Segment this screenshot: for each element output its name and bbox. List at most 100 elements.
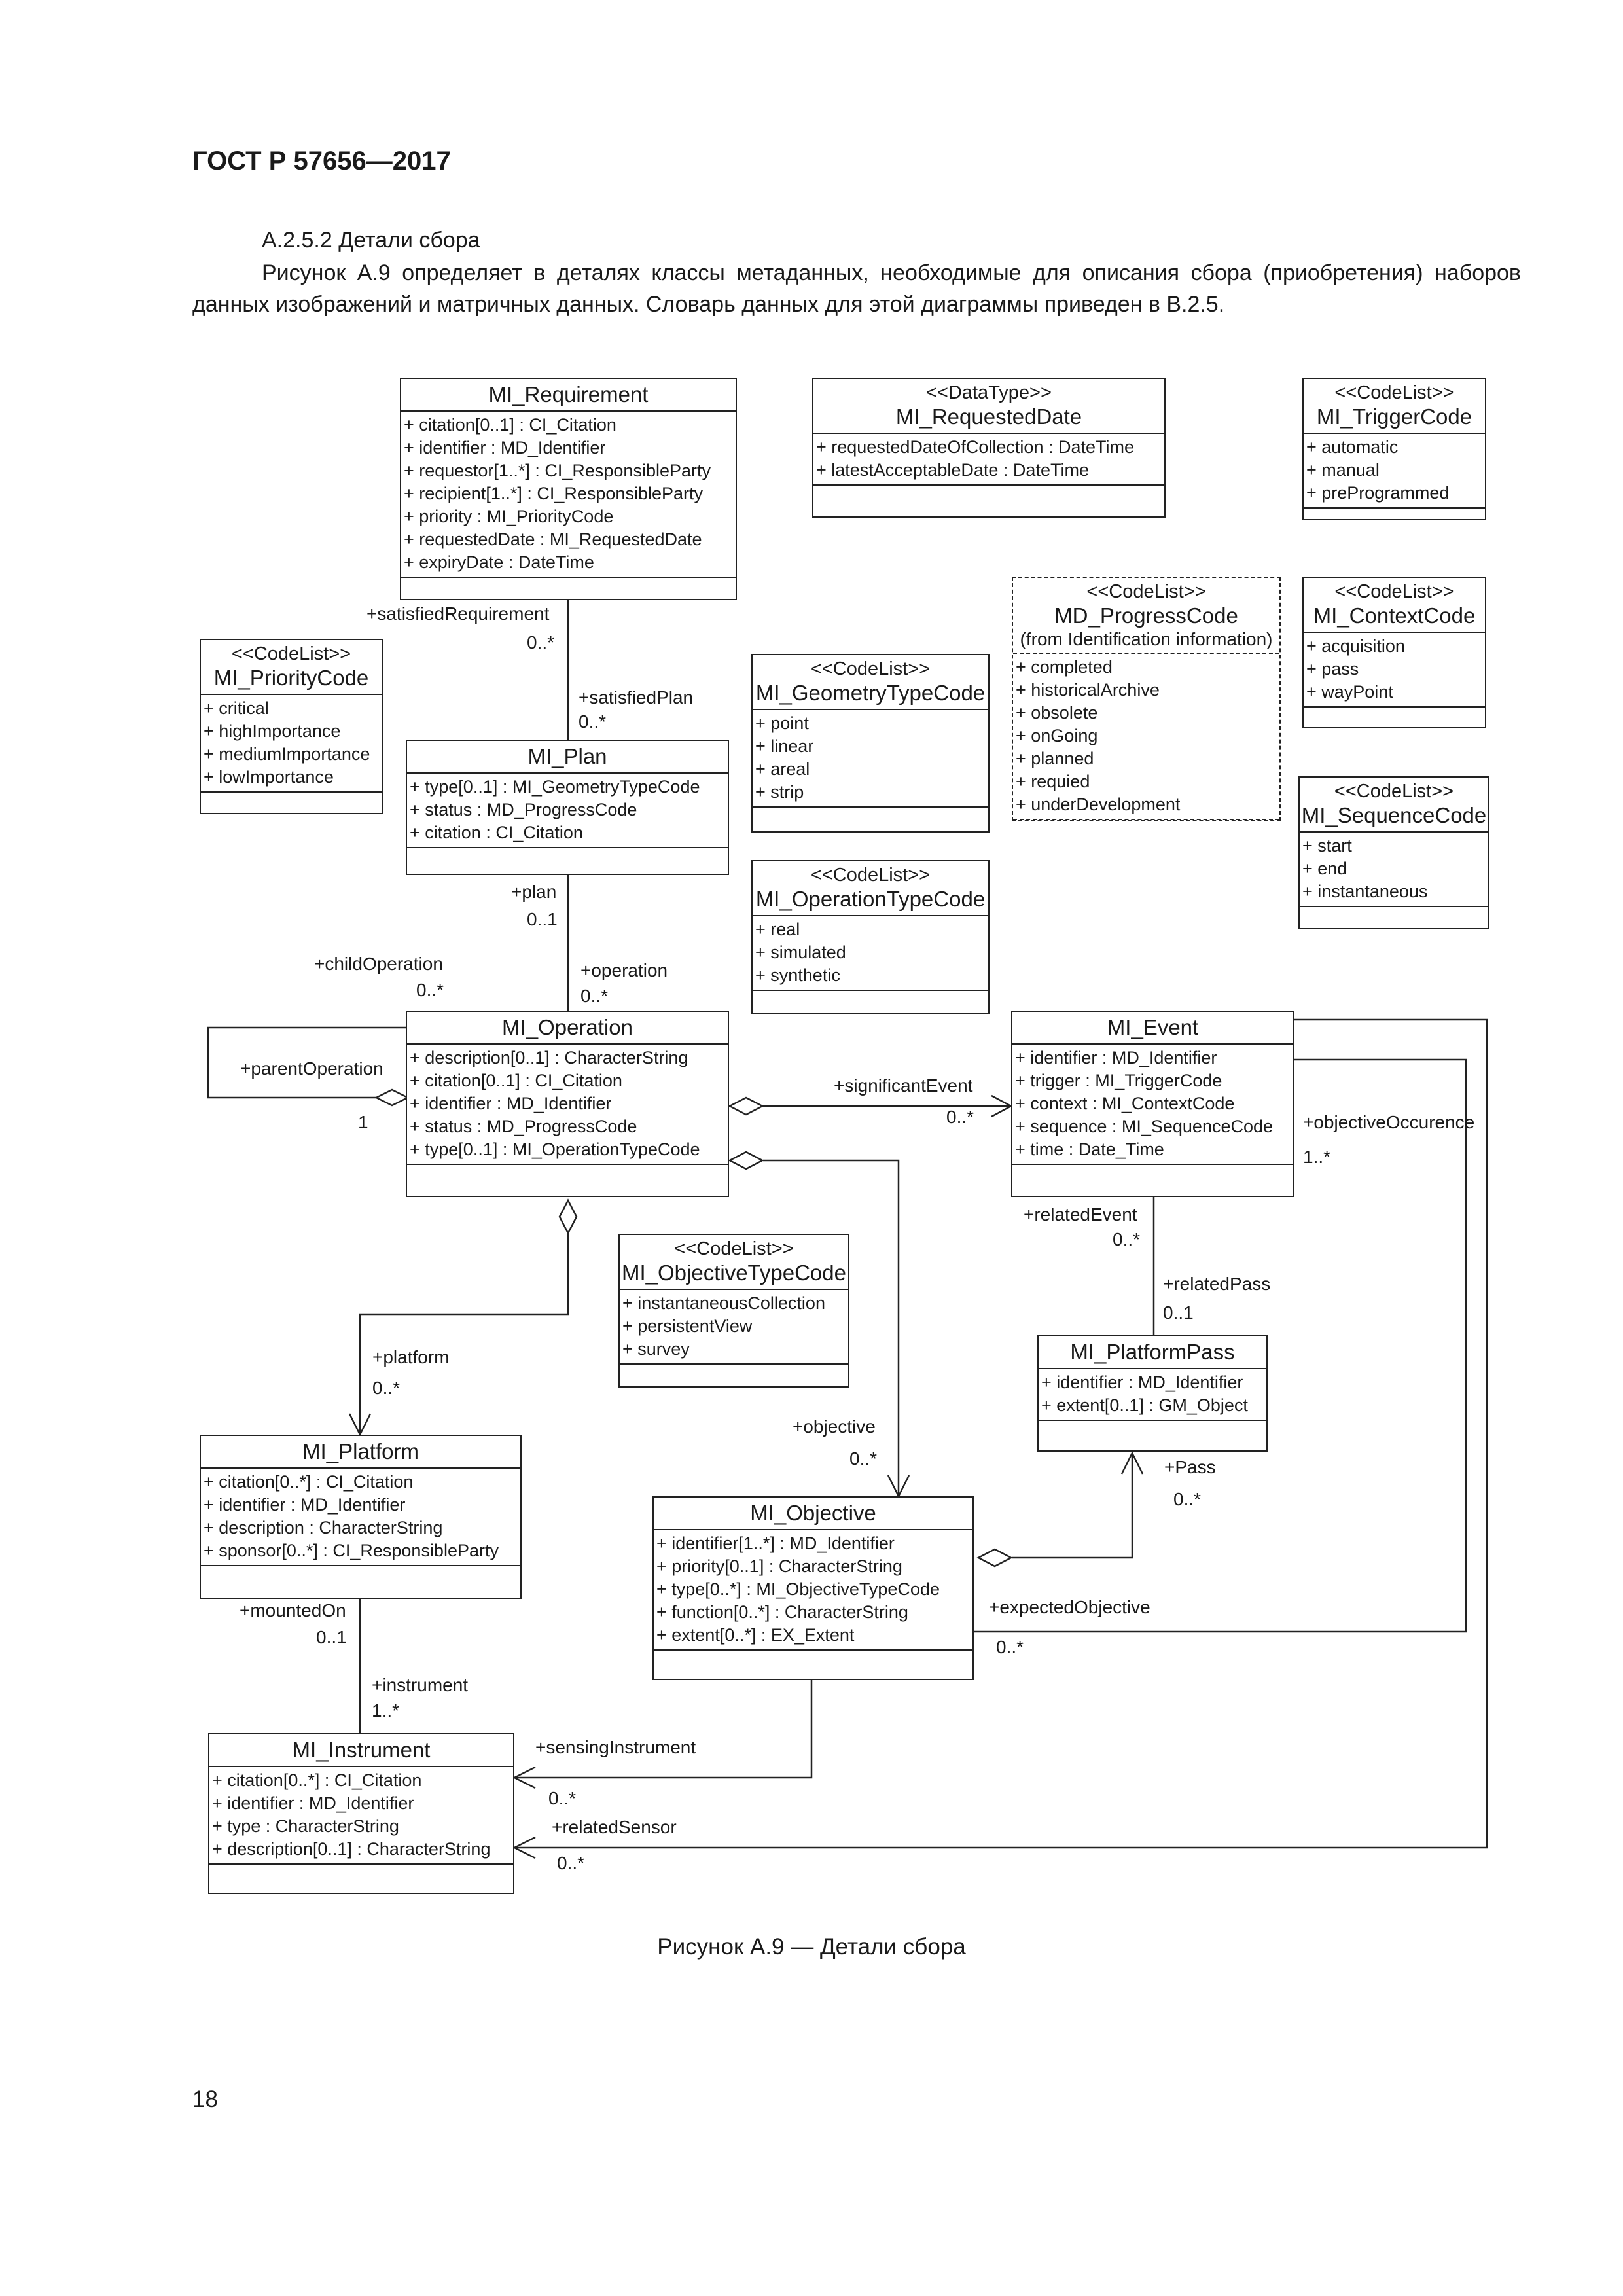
class-attribute: + extent[0..1] : GM_Object — [1041, 1395, 1248, 1415]
multiplicity-label: 1 — [358, 1112, 368, 1132]
class-attribute: + description[0..1] : CharacterString — [212, 1839, 491, 1859]
class-attribute: + type[0..*] : MI_ObjectiveTypeCode — [656, 1579, 940, 1599]
class-attribute: + underDevelopment — [1016, 795, 1181, 814]
class-attribute: + planned — [1016, 749, 1094, 768]
class-attribute: + historicalArchive — [1016, 680, 1160, 700]
class-attribute: + requestedDate : MI_RequestedDate — [404, 529, 702, 549]
document-header: ГОСТ Р 57656—2017 — [192, 147, 451, 175]
multiplicity-label: 0..* — [580, 986, 609, 1006]
class-name: MI_ObjectiveTypeCode — [621, 1261, 846, 1285]
role-label: +plan — [511, 882, 557, 902]
class-mi-requirement: MI_Requirement + citation[0..1] : CI_Cit… — [400, 378, 737, 600]
multiplicity-label: 0..1 — [316, 1627, 347, 1647]
role-label: +satisfiedPlan — [579, 687, 694, 708]
class-attribute: + lowImportance — [204, 767, 334, 787]
role-label: +mountedOn — [240, 1600, 346, 1621]
assoc-objective-pass — [1012, 1453, 1133, 1559]
multiplicity-label: 0..* — [946, 1107, 974, 1127]
intro-paragraph: Рисунок А.9 определяет в деталях классы … — [192, 260, 1521, 317]
class-mi-instrument: MI_Instrument + citation[0..*] : CI_Cita… — [208, 1733, 514, 1894]
class-mi-context-code: <<CodeList>>MI_ContextCode + acquisition… — [1302, 577, 1486, 728]
section-title: А.2.5.2 Детали сбора — [262, 228, 480, 253]
class-name: MD_ProgressCode — [1054, 603, 1238, 628]
class-stereotype: <<CodeList>> — [674, 1238, 794, 1259]
role-label: +objective — [793, 1416, 876, 1437]
class-name: MI_Objective — [750, 1501, 876, 1525]
multiplicity-label: 0..* — [1113, 1229, 1141, 1249]
multiplicity-label: 0..* — [527, 632, 555, 653]
role-label: +platform — [372, 1347, 450, 1367]
class-mi-plan: MI_Plan + type[0..1] : MI_GeometryTypeCo… — [406, 740, 729, 875]
class-attribute: + requied — [1016, 772, 1090, 791]
class-stereotype: <<CodeList>> — [1334, 781, 1454, 802]
class-name: MI_TriggerCode — [1316, 404, 1472, 429]
class-attribute: + context : MI_ContextCode — [1015, 1094, 1235, 1113]
multiplicity-label: 0..* — [579, 711, 607, 732]
class-attribute: + status : MD_ProgressCode — [410, 1117, 637, 1136]
class-attribute: + requestedDateOfCollection : DateTime — [816, 437, 1134, 457]
class-mi-trigger-code: <<CodeList>>MI_TriggerCode + automatic +… — [1302, 378, 1486, 520]
class-attribute: + priority[0..1] : CharacterString — [656, 1556, 902, 1576]
class-stereotype: <<CodeList>> — [810, 865, 931, 886]
class-stereotype: <<CodeList>> — [1086, 581, 1206, 602]
class-name: MI_Plan — [527, 744, 607, 768]
assoc-operation-platform — [359, 1233, 569, 1435]
class-attribute: + function[0..*] : CharacterString — [656, 1602, 908, 1622]
class-attribute: + extent[0..*] : EX_Extent — [656, 1625, 855, 1645]
class-stereotype: <<CodeList>> — [231, 643, 351, 664]
class-attribute: + identifier : MD_Identifier — [212, 1793, 414, 1813]
class-mi-event: MI_Event + identifier : MD_Identifier + … — [1011, 1011, 1294, 1197]
class-attribute: + citation[0..1] : CI_Citation — [410, 1071, 622, 1090]
class-attribute: + point — [755, 713, 809, 733]
class-attribute: + critical — [204, 698, 269, 718]
class-name: MI_Platform — [302, 1439, 419, 1463]
class-attribute: + mediumImportance — [204, 744, 370, 764]
class-attribute: + status : MD_ProgressCode — [410, 800, 637, 819]
multiplicity-label: 0..* — [416, 980, 444, 1000]
aggregation-diamond-event — [728, 1096, 764, 1116]
role-label: +parentOperation — [240, 1058, 383, 1079]
multiplicity-label: 1..* — [372, 1700, 400, 1721]
class-attribute: + sponsor[0..*] : CI_ResponsibleParty — [204, 1541, 499, 1560]
aggregation-diamond-pass — [976, 1548, 1013, 1568]
class-mi-operation: MI_Operation + description[0..1] : Chara… — [406, 1011, 729, 1197]
multiplicity-label: 0..* — [548, 1788, 577, 1808]
class-attribute: + type[0..1] : MI_OperationTypeCode — [410, 1139, 700, 1159]
class-attribute: + real — [755, 920, 800, 939]
class-attribute: + persistentView — [622, 1316, 753, 1336]
role-label: +relatedPass — [1163, 1274, 1271, 1294]
class-stereotype: <<CodeList>> — [1334, 581, 1454, 602]
multiplicity-label: 0..1 — [1163, 1302, 1194, 1323]
multiplicity-label: 1..* — [1303, 1147, 1331, 1167]
class-attribute: + latestAcceptableDate : DateTime — [816, 460, 1089, 480]
multiplicity-label: 0..* — [849, 1448, 878, 1469]
class-stereotype: <<CodeList>> — [810, 658, 931, 679]
role-label: +sensingInstrument — [535, 1737, 696, 1757]
class-mi-platform: MI_Platform + citation[0..*] : CI_Citati… — [200, 1435, 522, 1599]
arrow-sensing — [512, 1766, 536, 1789]
class-attribute: + strip — [755, 782, 804, 802]
class-attribute: + start — [1302, 836, 1352, 855]
class-attribute: + trigger : MI_TriggerCode — [1015, 1071, 1222, 1090]
class-name: MI_SequenceCode — [1301, 803, 1487, 827]
class-mi-priority-code: <<CodeList>>MI_PriorityCode + critical +… — [200, 639, 383, 814]
class-mi-objective-type-code: <<CodeList>>MI_ObjectiveTypeCode + insta… — [618, 1234, 849, 1388]
class-attribute: + automatic — [1306, 437, 1399, 457]
class-mi-geometry-type-code: <<CodeList>>MI_GeometryTypeCode + point … — [751, 654, 990, 833]
arrow-related-sensor — [512, 1836, 536, 1859]
class-attribute: + priority : MI_PriorityCode — [404, 507, 614, 526]
class-name: MI_ContextCode — [1313, 603, 1476, 628]
assoc-operation-objective — [763, 1159, 900, 1496]
aggregation-diamond-platform — [558, 1198, 578, 1235]
class-attribute: + identifier : MD_Identifier — [1041, 1372, 1243, 1392]
assoc-objective-instrument — [514, 1680, 813, 1779]
multiplicity-label: 0..1 — [527, 909, 558, 929]
class-md-progress-code: <<CodeList>>MD_ProgressCode(from Identif… — [1012, 577, 1281, 821]
assoc-operation-self — [207, 1026, 406, 1099]
role-label: +expectedObjective — [989, 1597, 1150, 1617]
class-attribute: + citation[0..*] : CI_Citation — [212, 1770, 422, 1790]
multiplicity-label: 0..* — [557, 1853, 585, 1873]
class-name: MI_PriorityCode — [213, 666, 369, 690]
class-attribute: + expiryDate : DateTime — [404, 552, 594, 572]
